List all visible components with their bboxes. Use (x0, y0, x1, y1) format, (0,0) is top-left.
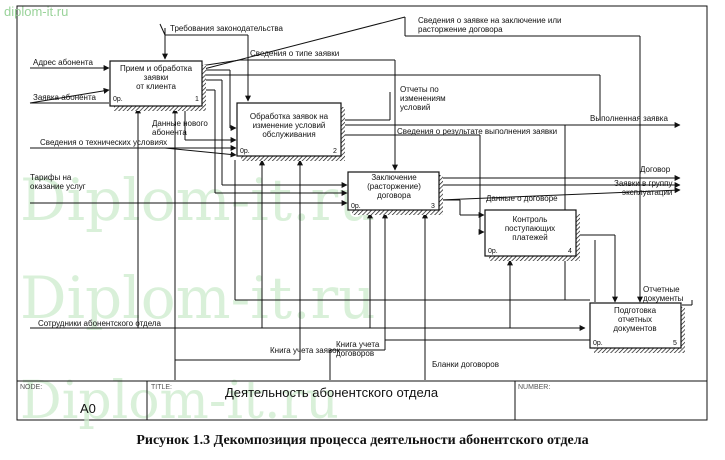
arrows (29, 16, 693, 380)
watermark-2: Diplom-it.ru (20, 264, 376, 332)
svg-text:3: 3 (431, 203, 435, 210)
watermark-top: diplom-it.ru (4, 4, 68, 19)
diagram-title: Деятельность абонентского отдела (225, 385, 439, 400)
svg-text:от клиента: от клиента (136, 82, 176, 91)
title-header: TITLE: (151, 384, 172, 391)
svg-text:4: 4 (568, 248, 572, 255)
label-done-request: Выполненная заявка (590, 114, 668, 123)
node-value: A0 (80, 401, 96, 416)
label-book-contr-2: договоров (336, 349, 374, 358)
label-book-contr-1: Книга учета (336, 340, 380, 349)
label-info-request-2: расторжение договора (418, 25, 503, 34)
svg-text:Заключение: Заключение (371, 173, 417, 182)
svg-text:поступающих: поступающих (505, 224, 555, 233)
svg-text:Подготовка: Подготовка (614, 306, 657, 315)
label-book-req: Книга учета заявок (270, 346, 341, 355)
svg-text:заявки: заявки (144, 73, 169, 82)
idef0-diagram: diplom-it.ru Diplom-it.ru Diplom-it.ru D… (4, 4, 708, 431)
label-report-docs-2: документы (643, 294, 684, 303)
svg-text:0р.: 0р. (488, 248, 498, 255)
label-new-abon-2: абонента (152, 128, 187, 137)
watermark-3: Diplom-it.ru (20, 371, 339, 431)
svg-text:2: 2 (333, 148, 337, 155)
svg-text:1: 1 (195, 96, 199, 103)
label-req-abon: Заявка абонента (33, 93, 97, 102)
svg-text:5: 5 (673, 340, 677, 347)
svg-text:документов: документов (613, 324, 656, 333)
svg-text:0р.: 0р. (593, 340, 603, 347)
svg-text:обслуживания: обслуживания (262, 130, 315, 139)
figure-caption: Рисунок 1.3 Декомпозиция процесса деятел… (136, 433, 589, 448)
svg-text:изменение условий: изменение условий (253, 121, 326, 130)
label-contract: Договор (640, 165, 671, 174)
activity-box-4: Контроль поступающих платежей 0р. 4 (484, 209, 580, 261)
activity-box-5: Подготовка отчетных документов 0р. 5 (589, 302, 685, 353)
label-info-request-1: Сведения о заявке на заключение или (418, 16, 561, 25)
label-tariffs-1: Тарифы на (30, 173, 72, 182)
label-reports-3: условий (400, 103, 430, 112)
label-reports-1: Отчеты по (400, 85, 439, 94)
svg-text:Контроль: Контроль (513, 215, 548, 224)
arrow-info-type (199, 59, 241, 67)
number-header: NUMBER: (518, 384, 550, 391)
svg-text:0р.: 0р. (240, 148, 250, 155)
svg-text:0р.: 0р. (113, 96, 123, 103)
label-report-docs-1: Отчетные (643, 285, 680, 294)
label-reports-2: изменениям (400, 94, 446, 103)
svg-text:0р.: 0р. (351, 203, 361, 210)
label-new-abon-1: Данные нового (152, 119, 208, 128)
watermark-1: Diplom-it.ru (20, 166, 376, 234)
svg-text:договора: договора (377, 191, 411, 200)
label-info-type: Сведения о типе заявки (250, 49, 339, 58)
arrow-labels: Требования законодательства Сведения о з… (30, 16, 684, 369)
label-tariffs-2: оказание услуг (30, 182, 86, 191)
label-staff: Сотрудники абонентского отдела (38, 319, 162, 328)
svg-text:платежей: платежей (512, 233, 547, 242)
node-header: NODE: (20, 384, 42, 391)
diagram-frame (16, 5, 708, 421)
title-block: NODE: TITLE: NUMBER: A0 Деятельность або… (17, 380, 707, 420)
label-result-info: Сведения о результате выполнения заявки (397, 127, 557, 136)
label-blanks: Бланки договоров (432, 360, 499, 369)
svg-text:Обработка заявок на: Обработка заявок на (250, 112, 329, 121)
activity-box-1: Прием и обработка заявки от клиента 0р. … (109, 60, 206, 111)
activity-box-2: Обработка заявок на изменение условий об… (236, 102, 345, 161)
svg-text:отчетных: отчетных (618, 315, 652, 324)
label-group-2: эксплуатации (622, 188, 672, 197)
label-req-law: Требования законодательства (170, 24, 284, 33)
activity-box-3: Заключение (расторжение) договора 0р. 3 (347, 171, 443, 215)
arrow-req-abon (29, 87, 110, 104)
label-tech: Сведения о технических условиях (40, 138, 167, 147)
label-contract-data: Данные о договоре (486, 194, 558, 203)
label-addr: Адрес абонента (33, 58, 93, 67)
svg-text:Прием и обработка: Прием и обработка (120, 64, 193, 73)
label-group-1: Заявки в группу (614, 179, 672, 188)
svg-text:(расторжение): (расторжение) (367, 182, 421, 191)
